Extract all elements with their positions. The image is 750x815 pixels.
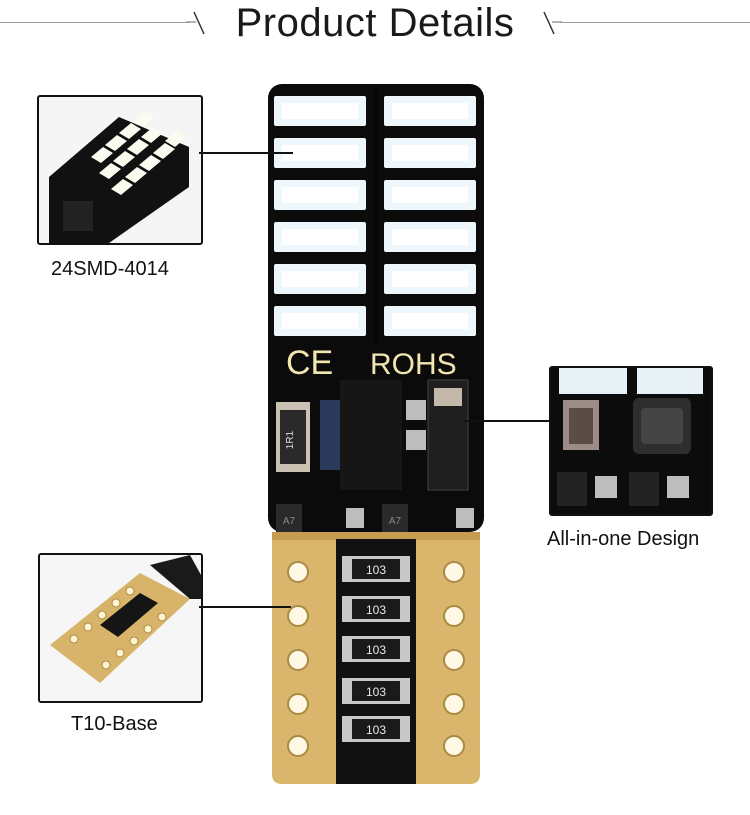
callout-image-driver-closeup bbox=[549, 366, 713, 516]
header-slash-left-icon bbox=[186, 11, 205, 35]
svg-text:A7: A7 bbox=[283, 516, 296, 527]
driver-chip bbox=[340, 380, 402, 490]
product-led-board: CE ROHS 1R1 A7 A7 103 103 103 103 103 bbox=[268, 84, 484, 784]
svg-text:103: 103 bbox=[366, 685, 386, 699]
driver-closeup-image bbox=[551, 368, 711, 514]
callout-image-led-closeup bbox=[37, 95, 203, 245]
svg-text:103: 103 bbox=[366, 603, 386, 617]
callout-label-led: 24SMD-4014 bbox=[51, 258, 169, 280]
base-resistors: 103 103 103 103 103 bbox=[342, 556, 410, 742]
svg-text:1R1: 1R1 bbox=[285, 430, 296, 449]
header-rule-right bbox=[560, 22, 750, 23]
header-rule-left bbox=[0, 22, 190, 23]
base-closeup-image bbox=[40, 555, 201, 701]
led-closeup-image bbox=[39, 97, 201, 243]
page-header: Product Details bbox=[0, 0, 750, 50]
leader-line-base bbox=[199, 606, 291, 608]
led-array bbox=[274, 96, 476, 336]
callout-label-base: T10-Base bbox=[71, 713, 158, 735]
svg-text:103: 103 bbox=[366, 723, 386, 737]
callout-label-driver: All-in-one Design bbox=[547, 528, 700, 550]
svg-text:A7: A7 bbox=[389, 516, 402, 527]
callout-image-base-closeup bbox=[38, 553, 203, 703]
leader-line-driver bbox=[463, 420, 549, 422]
svg-text:103: 103 bbox=[366, 643, 386, 657]
header-slash-right-icon bbox=[543, 11, 562, 35]
base-contact-holes bbox=[287, 561, 465, 757]
leader-line-led bbox=[199, 152, 293, 154]
ce-mark: CE bbox=[286, 344, 333, 382]
page-title: Product Details bbox=[235, 1, 515, 45]
svg-text:103: 103 bbox=[366, 563, 386, 577]
rohs-mark: ROHS bbox=[370, 348, 457, 381]
